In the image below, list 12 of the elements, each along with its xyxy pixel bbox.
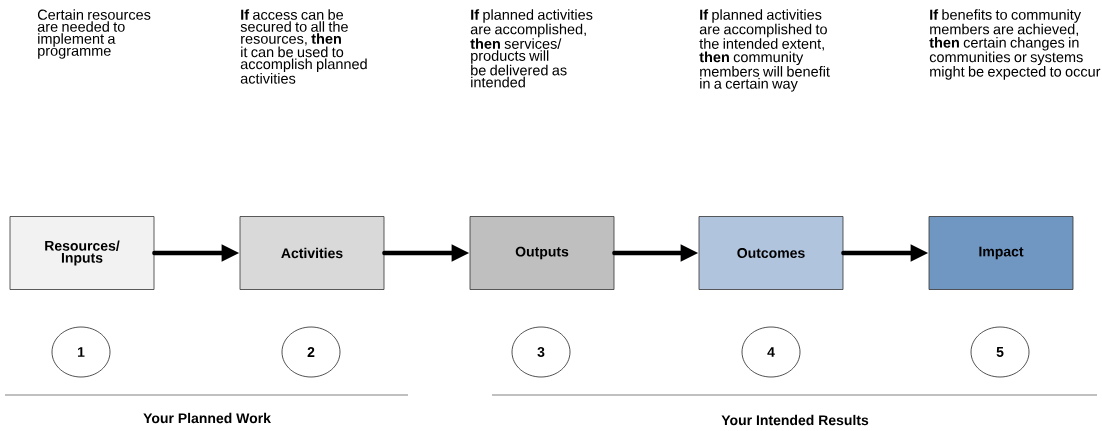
- process-box: Outputs: [469, 216, 615, 290]
- process-box: Impact: [928, 216, 1074, 290]
- description-text: If benefits to community members are achieved, then certain changes in communities or systems might be expected to occur: [929, 9, 1101, 80]
- description-text: If access can be secured to all the resources, then it can be used to accomplish planned activities: [240, 9, 367, 84]
- process-box: Resources/ Inputs: [9, 216, 155, 290]
- section-label: Your Planned Work: [143, 412, 271, 424]
- process-box: Activities: [239, 216, 385, 290]
- description-text: Certain resources are needed to implement a programme: [37, 9, 151, 59]
- description-text: If planned activities are accomplished to the intended extent, then community members will benefit in a certain way: [699, 9, 830, 92]
- section-label: Your Intended Results: [721, 414, 869, 426]
- process-box: Outcomes: [698, 216, 844, 290]
- description-text: If planned activities are accomplished, then services/ products will be delivered as intended: [470, 9, 593, 88]
